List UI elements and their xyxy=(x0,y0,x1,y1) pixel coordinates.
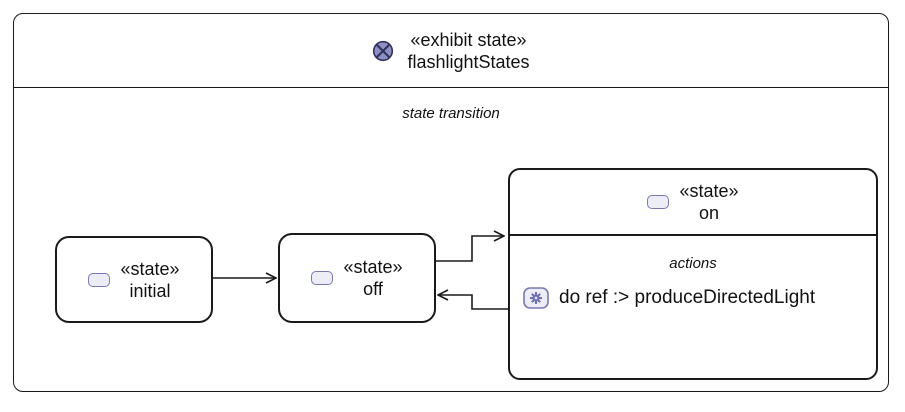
frame-stereotype: «exhibit state» xyxy=(410,29,527,50)
state-on-header: «state» on xyxy=(510,170,876,236)
action-row[interactable]: do ref :> produceDirectedLight xyxy=(510,287,876,309)
frame-header: «exhibit state» flashlightStates xyxy=(14,14,888,88)
state-icon xyxy=(647,195,670,209)
state-icon xyxy=(88,272,111,287)
state-on-text: «state» on xyxy=(679,180,738,224)
state-node-off[interactable]: «state» off xyxy=(278,233,436,323)
frame-title-block: «exhibit state» flashlightStates xyxy=(407,29,529,73)
state-initial-text: «state» initial xyxy=(120,258,179,302)
action-gear-icon xyxy=(523,287,549,309)
state-stereotype: «state» xyxy=(679,181,739,201)
frame-body-label: state transition xyxy=(402,105,500,122)
transition-off-to-on[interactable] xyxy=(436,236,504,262)
transition-on-to-off[interactable] xyxy=(438,295,508,310)
state-name: on xyxy=(698,203,719,223)
state-off-text: «state» off xyxy=(343,256,402,300)
state-stereotype: «state» xyxy=(120,258,180,279)
state-stereotype: «state» xyxy=(343,257,403,277)
action-text: do ref :> produceDirectedLight xyxy=(559,287,816,308)
state-icon xyxy=(311,271,334,285)
frame-title: flashlightStates xyxy=(407,51,530,72)
state-name: initial xyxy=(129,280,171,301)
state-node-on[interactable]: «state» on actions do ref :> xyxy=(508,168,878,380)
state-node-initial[interactable]: «state» initial xyxy=(55,236,213,323)
state-on-actions-compartment: actions do ref :> produceDirectedLight xyxy=(510,236,876,378)
crossed-circle-icon xyxy=(373,40,394,61)
actions-compartment-label: actions xyxy=(669,255,717,272)
state-name: off xyxy=(363,279,383,299)
